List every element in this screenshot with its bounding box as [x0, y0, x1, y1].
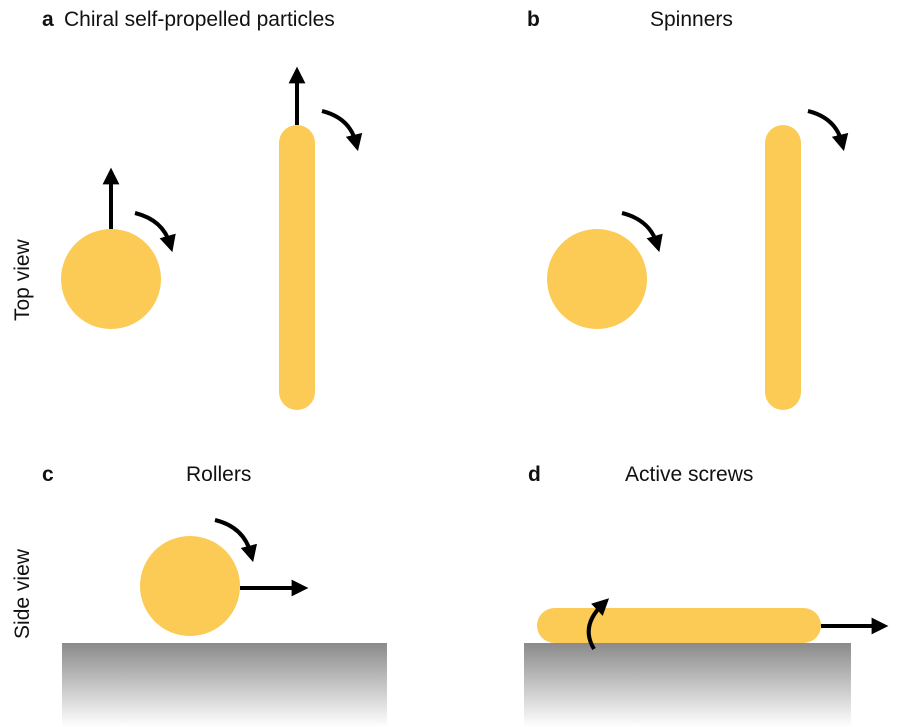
panel-d-rotation-arrow: [586, 598, 610, 651]
panel-c-title: Rollers: [186, 463, 252, 486]
panel-d-screw-particle: [537, 608, 821, 643]
panel-a-letter: a: [42, 8, 54, 31]
panel-a-graphics: [61, 66, 363, 410]
panel-a-title: Chiral self-propelled particles: [64, 8, 335, 31]
panel-a-disk-particle: [61, 229, 161, 329]
panel-b-disk-rotation-arrow: [621, 211, 663, 253]
panel-b-graphics: [547, 109, 849, 410]
panel-b-letter: b: [527, 8, 540, 31]
panel-c-surface: [62, 643, 387, 727]
panel-d-title: Active screws: [625, 463, 754, 486]
panel-a-rod-particle: [279, 125, 315, 410]
panel-a-rod-rotation-arrow: [321, 109, 363, 152]
panel-d-letter: d: [528, 463, 541, 486]
panel-c-rotation-arrow: [214, 518, 258, 563]
panel-d-graphics: [524, 598, 889, 727]
panel-c-graphics: [62, 518, 387, 727]
panel-a-disk-rotation-arrow: [134, 211, 176, 253]
panel-b-title: Spinners: [650, 8, 733, 31]
panel-b-rod-particle: [765, 125, 801, 410]
panel-c-letter: c: [42, 463, 54, 486]
panel-b-rod-rotation-arrow: [807, 109, 849, 152]
panel-c-roller-particle: [140, 536, 240, 636]
panel-b-disk-particle: [547, 229, 647, 329]
panel-d-surface: [524, 643, 851, 727]
